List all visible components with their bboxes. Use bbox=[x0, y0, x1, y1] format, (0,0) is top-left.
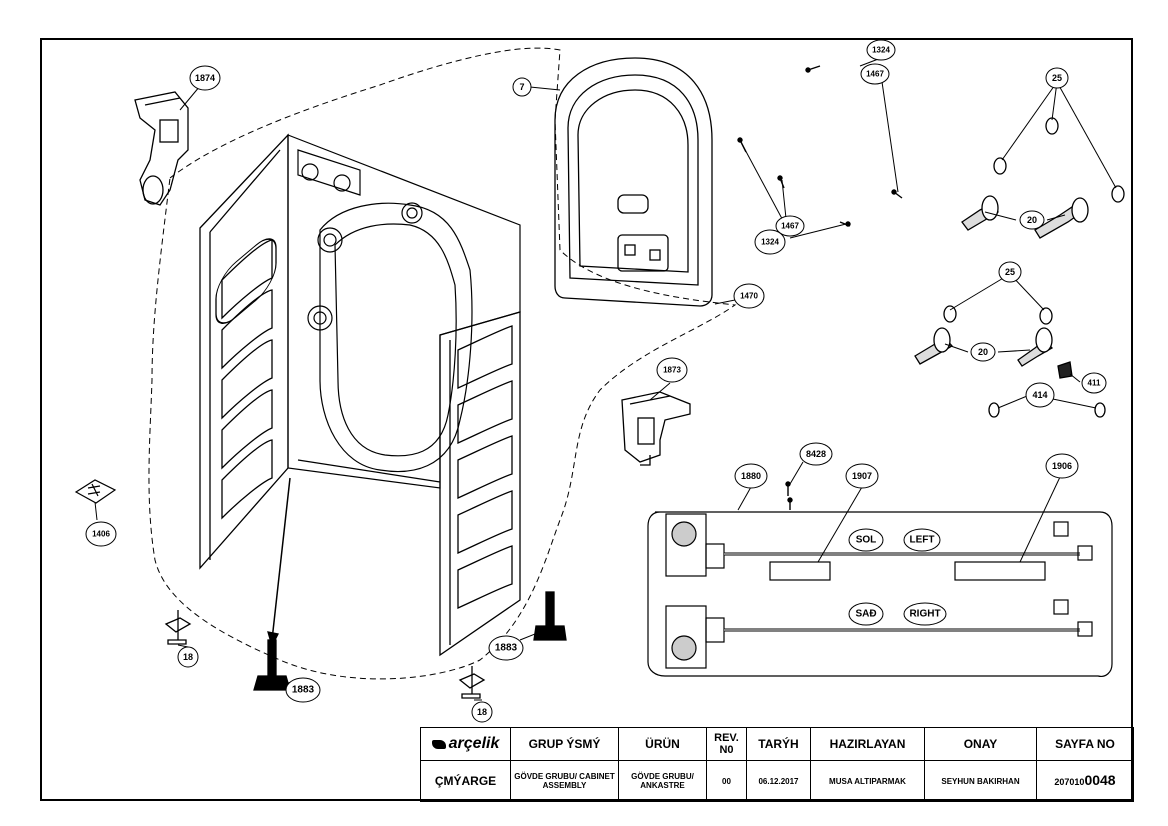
svg-text:1880: 1880 bbox=[741, 471, 761, 481]
svg-text:1324: 1324 bbox=[761, 238, 779, 247]
svg-text:SOL: SOL bbox=[856, 535, 877, 546]
callout-1883-right: 1883 bbox=[488, 635, 524, 661]
leader-lines bbox=[94, 57, 1117, 701]
callout-1324-mid: 1324 bbox=[754, 229, 786, 255]
adjustable-feet bbox=[164, 477, 567, 699]
callout-18-right: 18 bbox=[471, 701, 493, 723]
callout-7: 7 bbox=[512, 77, 532, 97]
callout-1874: 1874 bbox=[189, 65, 221, 91]
svg-text:1467: 1467 bbox=[781, 222, 799, 231]
svg-text:18: 18 bbox=[477, 707, 487, 717]
svg-text:1873: 1873 bbox=[663, 366, 681, 375]
bracket-1873-part bbox=[621, 391, 691, 466]
svg-text:1907: 1907 bbox=[852, 471, 872, 481]
callout-20-lower: 20 bbox=[970, 342, 996, 362]
header-product: ÜRÜN bbox=[618, 727, 707, 761]
rev-value: 00 bbox=[706, 760, 747, 802]
tag-sol: SOL bbox=[848, 528, 884, 552]
header-group-name: GRUP ÝSMÝ bbox=[510, 727, 619, 761]
tag-right: RIGHT bbox=[903, 602, 947, 626]
bracket-1874-part bbox=[134, 91, 189, 206]
cabinet-back-panel bbox=[287, 134, 521, 489]
svg-text:1874: 1874 bbox=[195, 73, 215, 83]
svg-text:20: 20 bbox=[1027, 215, 1037, 225]
callout-1467-mid: 1467 bbox=[775, 215, 805, 237]
callout-1470: 1470 bbox=[733, 283, 765, 309]
cable-assembly-panel bbox=[647, 511, 1113, 677]
group-name-value: GÖVDE GRUBU/ CABINET ASSEMBLY bbox=[510, 760, 619, 802]
svg-text:1906: 1906 bbox=[1052, 461, 1072, 471]
svg-text:7: 7 bbox=[519, 82, 524, 92]
svg-text:20: 20 bbox=[978, 347, 988, 357]
approved-by-value: SEYHUN BAKIRHAN bbox=[924, 760, 1037, 802]
callout-25-lower: 25 bbox=[998, 261, 1022, 283]
model-code: ÇMÝARGE bbox=[420, 760, 511, 802]
svg-text:25: 25 bbox=[1052, 73, 1062, 83]
callout-1324-top: 1324 bbox=[866, 39, 896, 61]
svg-text:1467: 1467 bbox=[866, 70, 884, 79]
svg-text:1406: 1406 bbox=[92, 530, 110, 539]
callout-1467-top: 1467 bbox=[860, 63, 890, 85]
svg-text:LEFT: LEFT bbox=[910, 535, 935, 546]
callout-1873: 1873 bbox=[656, 357, 688, 383]
callout-1907: 1907 bbox=[845, 463, 879, 489]
svg-text:18: 18 bbox=[183, 652, 193, 662]
callout-20-upper: 20 bbox=[1019, 210, 1045, 230]
callout-25-upper: 25 bbox=[1045, 67, 1069, 89]
svg-text:RIGHT: RIGHT bbox=[909, 609, 940, 620]
header-rev: REV. N0 bbox=[706, 727, 747, 761]
svg-text:8428: 8428 bbox=[806, 449, 826, 459]
header-sheet-no: SAYFA NO bbox=[1036, 727, 1134, 761]
product-value: GÖVDE GRUBU/ ANKASTRE bbox=[618, 760, 707, 802]
svg-text:1883: 1883 bbox=[292, 685, 315, 696]
callout-414: 414 bbox=[1025, 382, 1055, 408]
shock-absorbers-lower bbox=[914, 305, 1106, 418]
tag-sag: SAĐ bbox=[848, 602, 884, 626]
svg-text:1324: 1324 bbox=[872, 46, 890, 55]
svg-text:25: 25 bbox=[1005, 267, 1015, 277]
svg-text:1883: 1883 bbox=[495, 643, 518, 654]
header-approval: ONAY bbox=[924, 727, 1037, 761]
callout-18-left: 18 bbox=[177, 646, 199, 668]
assembly-boundary-dashed bbox=[148, 47, 737, 680]
callout-411: 411 bbox=[1081, 372, 1107, 394]
brand-icon bbox=[431, 740, 446, 750]
svg-text:SAĐ: SAĐ bbox=[855, 609, 876, 620]
title-block: arçelik GRUP ÝSMÝ ÜRÜN REV. N0 TARÝH HAZ… bbox=[420, 727, 1134, 802]
callout-1406: 1406 bbox=[85, 521, 117, 547]
callout-1880: 1880 bbox=[734, 463, 768, 489]
shock-absorbers-upper bbox=[961, 117, 1125, 239]
header-date: TARÝH bbox=[746, 727, 811, 761]
svg-text:411: 411 bbox=[1088, 379, 1101, 388]
svg-text:414: 414 bbox=[1032, 390, 1047, 400]
callout-1906: 1906 bbox=[1045, 453, 1079, 479]
callout-1883-left: 1883 bbox=[285, 677, 321, 703]
tag-left: LEFT bbox=[903, 528, 941, 552]
header-prepared-by: HAZIRLAYAN bbox=[810, 727, 925, 761]
callout-8428: 8428 bbox=[799, 442, 833, 466]
cabinet-right-panel bbox=[439, 311, 521, 657]
door-frame-part bbox=[554, 57, 713, 307]
date-value: 06.12.2017 bbox=[746, 760, 811, 802]
clip-1406-part bbox=[74, 479, 117, 504]
prepared-by-value: MUSA ALTIPARMAK bbox=[810, 760, 925, 802]
svg-text:1470: 1470 bbox=[740, 292, 758, 301]
sheet-no-value: 2070100048 bbox=[1036, 760, 1134, 802]
brand-logo: arçelik bbox=[420, 727, 511, 761]
cabinet-left-panel bbox=[199, 133, 289, 570]
